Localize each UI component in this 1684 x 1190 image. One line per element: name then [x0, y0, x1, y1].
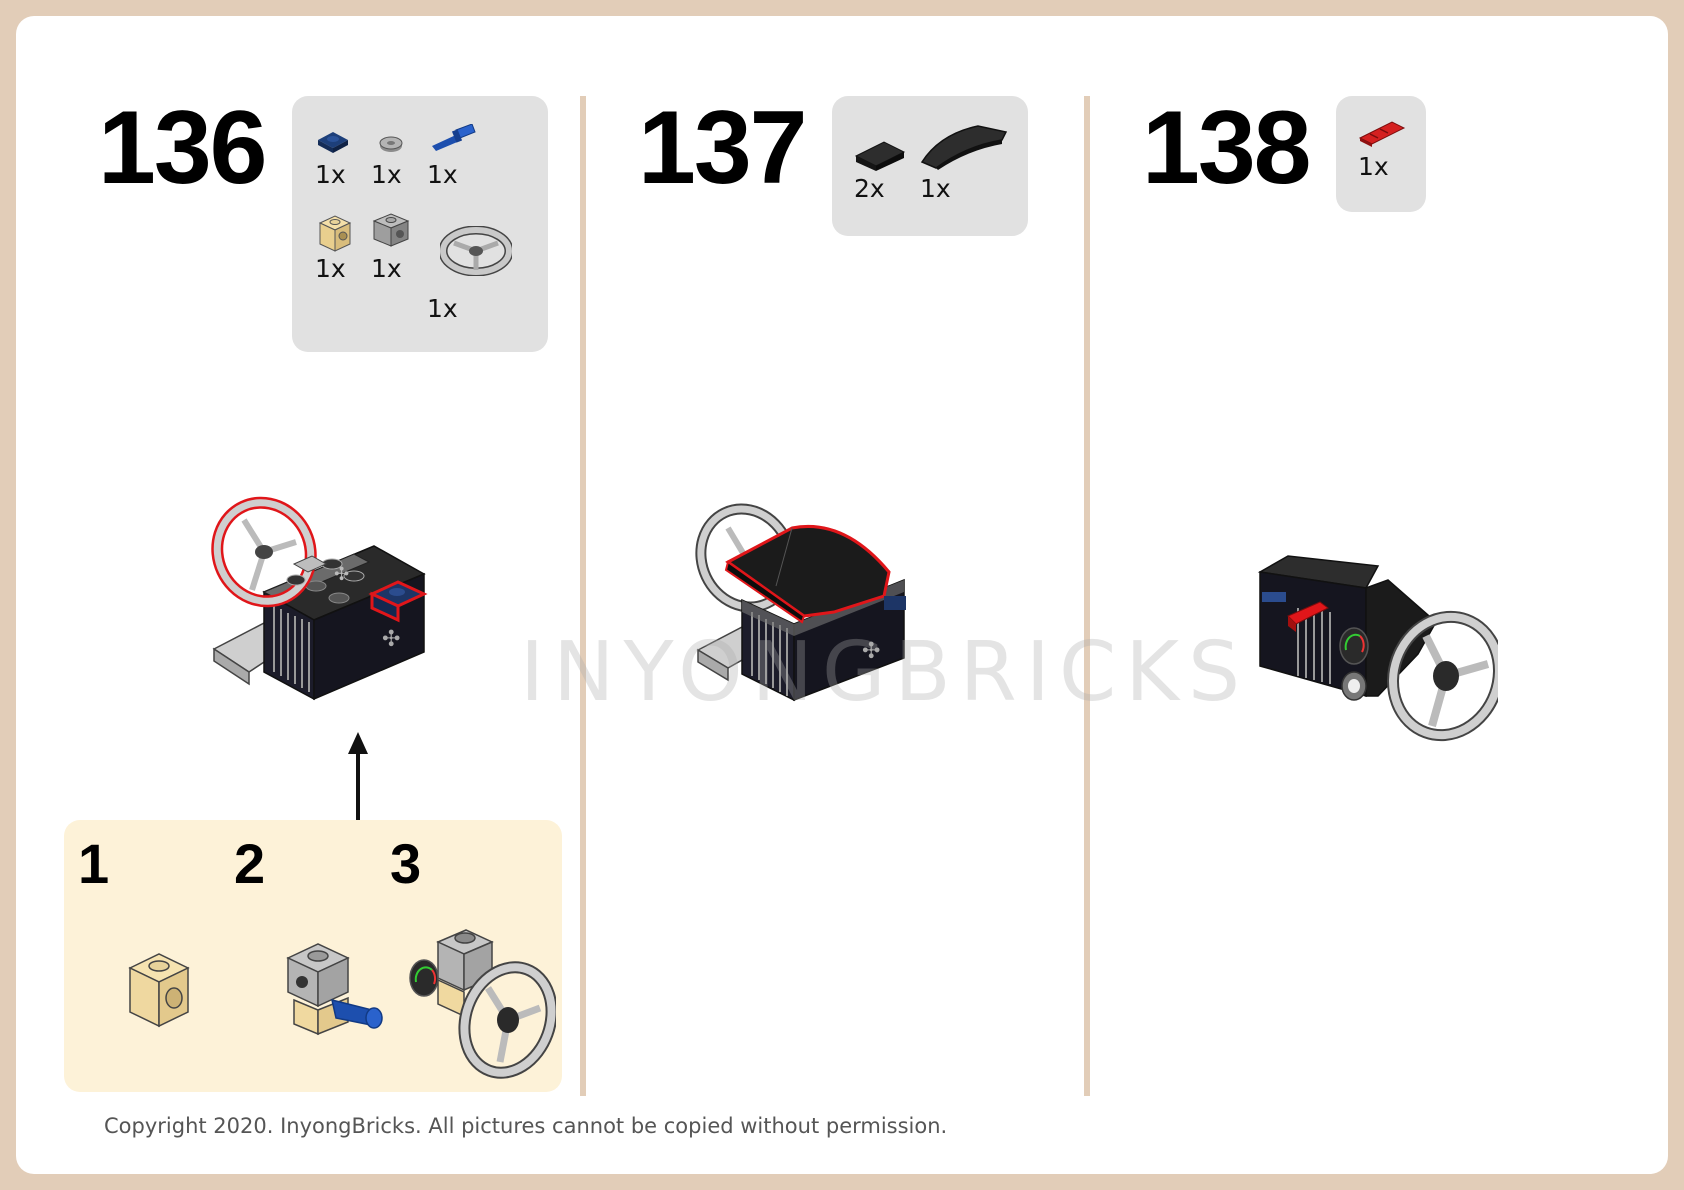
part-quantity: 1x	[427, 162, 458, 187]
part-quantity: 1x	[315, 256, 346, 281]
watermark: INYONGBRICKS	[520, 632, 1249, 714]
step-number: 138	[1142, 96, 1310, 200]
tan-technic-brick-icon	[318, 214, 352, 252]
bracket-with-axle-assembly	[284, 940, 388, 1040]
black-slope-tile-icon	[854, 136, 906, 172]
tan-technic-brick-icon	[126, 950, 192, 1030]
column-divider	[1084, 96, 1090, 1096]
substep-number: 1	[78, 836, 109, 892]
blue-plate-1x1-icon	[316, 130, 350, 154]
gray-round-tile-icon	[378, 134, 404, 154]
part-quantity: 1x	[920, 176, 951, 201]
black-curved-slope-icon	[920, 122, 1008, 170]
copyright-notice: Copyright 2020. InyongBricks. All pictur…	[104, 1116, 947, 1137]
svg-text:✣: ✣	[334, 564, 349, 585]
part-quantity: 1x	[315, 162, 346, 187]
column-divider	[580, 96, 586, 1096]
part-quantity: 1x	[371, 256, 402, 281]
instruction-page: 136 1x 1x	[16, 16, 1668, 1174]
part-quantity: 1x	[371, 162, 402, 187]
step-number: 136	[98, 96, 266, 200]
wheel-and-gauge-assembly	[408, 920, 556, 1080]
step-136-assembly: ✣ ✣	[204, 494, 454, 739]
parts-list: 2x 1x	[832, 96, 1028, 236]
parts-list: 1x	[1336, 96, 1426, 212]
step-number: 137	[638, 96, 806, 200]
substep-box: 1 2 3	[64, 820, 562, 1092]
substep-number: 3	[390, 836, 421, 892]
red-lever-icon	[1358, 120, 1406, 148]
part-quantity: 2x	[854, 176, 885, 201]
blue-axle-pin-icon	[428, 124, 476, 152]
substep-number: 2	[234, 836, 265, 892]
step-138-assembly	[1248, 536, 1498, 756]
svg-text:✣: ✣	[382, 627, 400, 652]
part-quantity: 1x	[1358, 154, 1389, 179]
parts-list: 1x 1x 1x	[292, 96, 548, 352]
gray-steering-wheel-icon	[440, 226, 512, 276]
gray-bracket-brick-icon	[372, 212, 410, 248]
part-quantity: 1x	[427, 296, 458, 321]
